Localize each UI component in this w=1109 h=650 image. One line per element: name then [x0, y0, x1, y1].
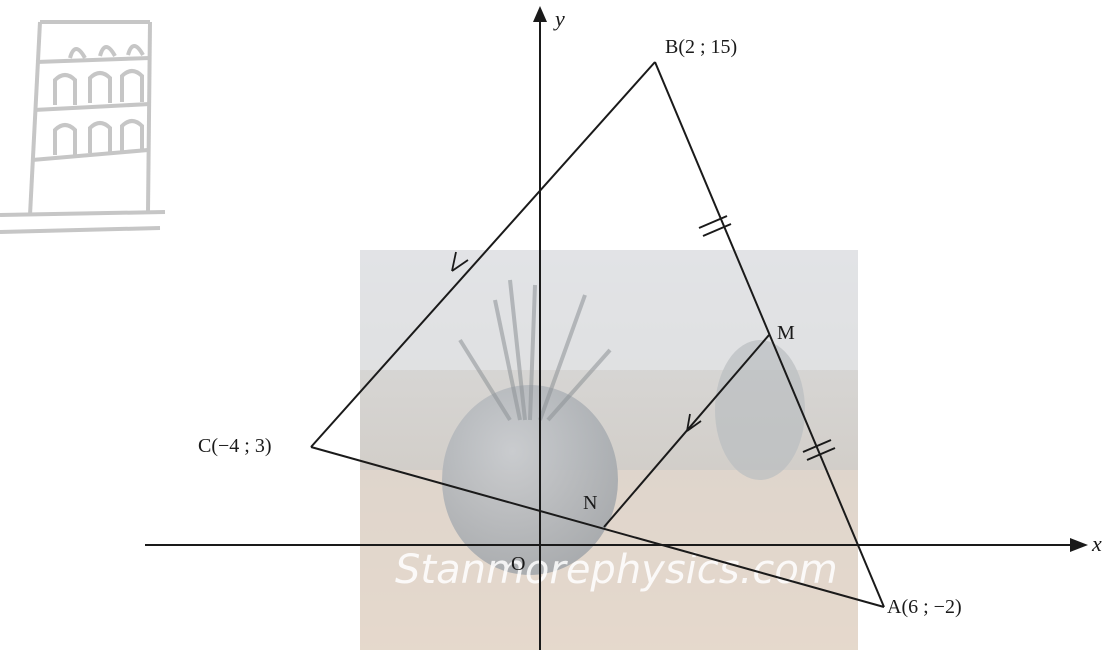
side-ab — [654, 61, 885, 608]
watermark-text: Stanmorephysics.com — [395, 547, 838, 593]
arrow-mark-mn — [686, 413, 702, 432]
point-b-label: B(2 ; 15) — [665, 36, 737, 58]
point-a-label: A(6 ; −2) — [887, 596, 962, 618]
y-axis-arrowhead — [533, 6, 547, 22]
tick-ma-2 — [806, 447, 836, 461]
tick-ma-1 — [802, 439, 832, 453]
parallel-arrow-marks — [451, 251, 702, 432]
leaning-tower-logo — [0, 20, 166, 234]
x-axis-arrowhead — [1070, 538, 1088, 552]
segment-mn — [603, 334, 770, 528]
point-c-label: C(−4 ; 3) — [198, 435, 272, 457]
side-ca — [310, 446, 885, 608]
x-axis-label: x — [1091, 531, 1102, 556]
equal-tick-marks — [698, 215, 836, 461]
background-photo: Stanmorephysics.com — [360, 250, 858, 650]
side-bc — [310, 61, 656, 448]
tick-bm-2 — [702, 223, 732, 237]
point-n-label: N — [583, 492, 597, 514]
triangle-abc — [310, 61, 885, 608]
coordinate-axes — [145, 18, 1075, 650]
point-m-label: M — [777, 322, 795, 344]
arrow-mark-bc — [451, 251, 469, 272]
y-axis-label: y — [553, 6, 565, 31]
tick-bm-1 — [698, 215, 728, 229]
origin-label: O — [511, 553, 525, 575]
